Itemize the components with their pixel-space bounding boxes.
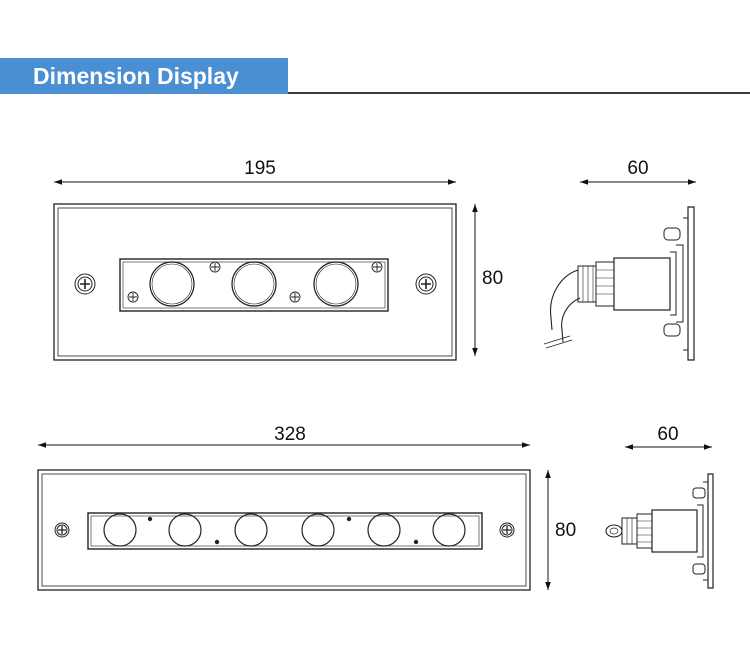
lens-plate-inner xyxy=(122,261,386,309)
led-lens-inner xyxy=(315,263,357,305)
header-banner xyxy=(0,58,288,94)
lens-group xyxy=(149,261,359,307)
dimension-label-height: 80 xyxy=(555,520,576,541)
dimension-width-small: 195 xyxy=(54,158,456,185)
dimension-label-depth: 60 xyxy=(627,158,648,179)
led-lens xyxy=(149,261,195,307)
dimension-height-small: 80 xyxy=(472,204,503,356)
header-divider xyxy=(288,92,750,94)
mount-screw-left-icon xyxy=(74,273,96,295)
lens-group xyxy=(103,513,466,547)
page-title: Dimension Display xyxy=(33,63,239,89)
dimension-label-width: 195 xyxy=(244,158,276,179)
plate-dot-group xyxy=(147,516,419,545)
dimension-label-height: 80 xyxy=(482,268,503,289)
dimension-height-large: 80 xyxy=(545,470,576,590)
mount-screw-left-icon xyxy=(54,522,70,538)
side-view-small xyxy=(543,206,695,361)
front-view-large xyxy=(37,469,531,591)
led-lens xyxy=(103,513,137,547)
dimension-width-large: 328 xyxy=(38,424,530,448)
dimension-depth-large: 60 xyxy=(625,424,712,450)
led-lens-inner xyxy=(233,263,275,305)
side-view-large xyxy=(605,473,714,589)
mount-screw-right-icon xyxy=(415,273,437,295)
led-lens xyxy=(231,261,277,307)
front-view-small xyxy=(53,203,457,361)
led-lens xyxy=(168,513,202,547)
led-lens xyxy=(301,513,335,547)
housing-outer-frame xyxy=(53,203,457,361)
led-lens xyxy=(367,513,401,547)
housing-outer-frame xyxy=(37,469,531,591)
led-lens xyxy=(234,513,268,547)
dimension-label-width: 328 xyxy=(274,424,306,445)
plate-screw-group xyxy=(127,261,383,303)
lens-plate xyxy=(87,512,483,550)
housing-inner-frame xyxy=(41,473,527,587)
mount-screw-right-icon xyxy=(499,522,515,538)
led-lens xyxy=(432,513,466,547)
led-lens xyxy=(313,261,359,307)
lens-plate-inner xyxy=(90,515,480,547)
housing-inner-frame xyxy=(57,207,453,357)
dimension-label-depth: 60 xyxy=(657,424,678,445)
dimension-depth-small: 60 xyxy=(580,158,696,185)
lens-plate xyxy=(119,258,389,312)
led-lens-inner xyxy=(151,263,193,305)
